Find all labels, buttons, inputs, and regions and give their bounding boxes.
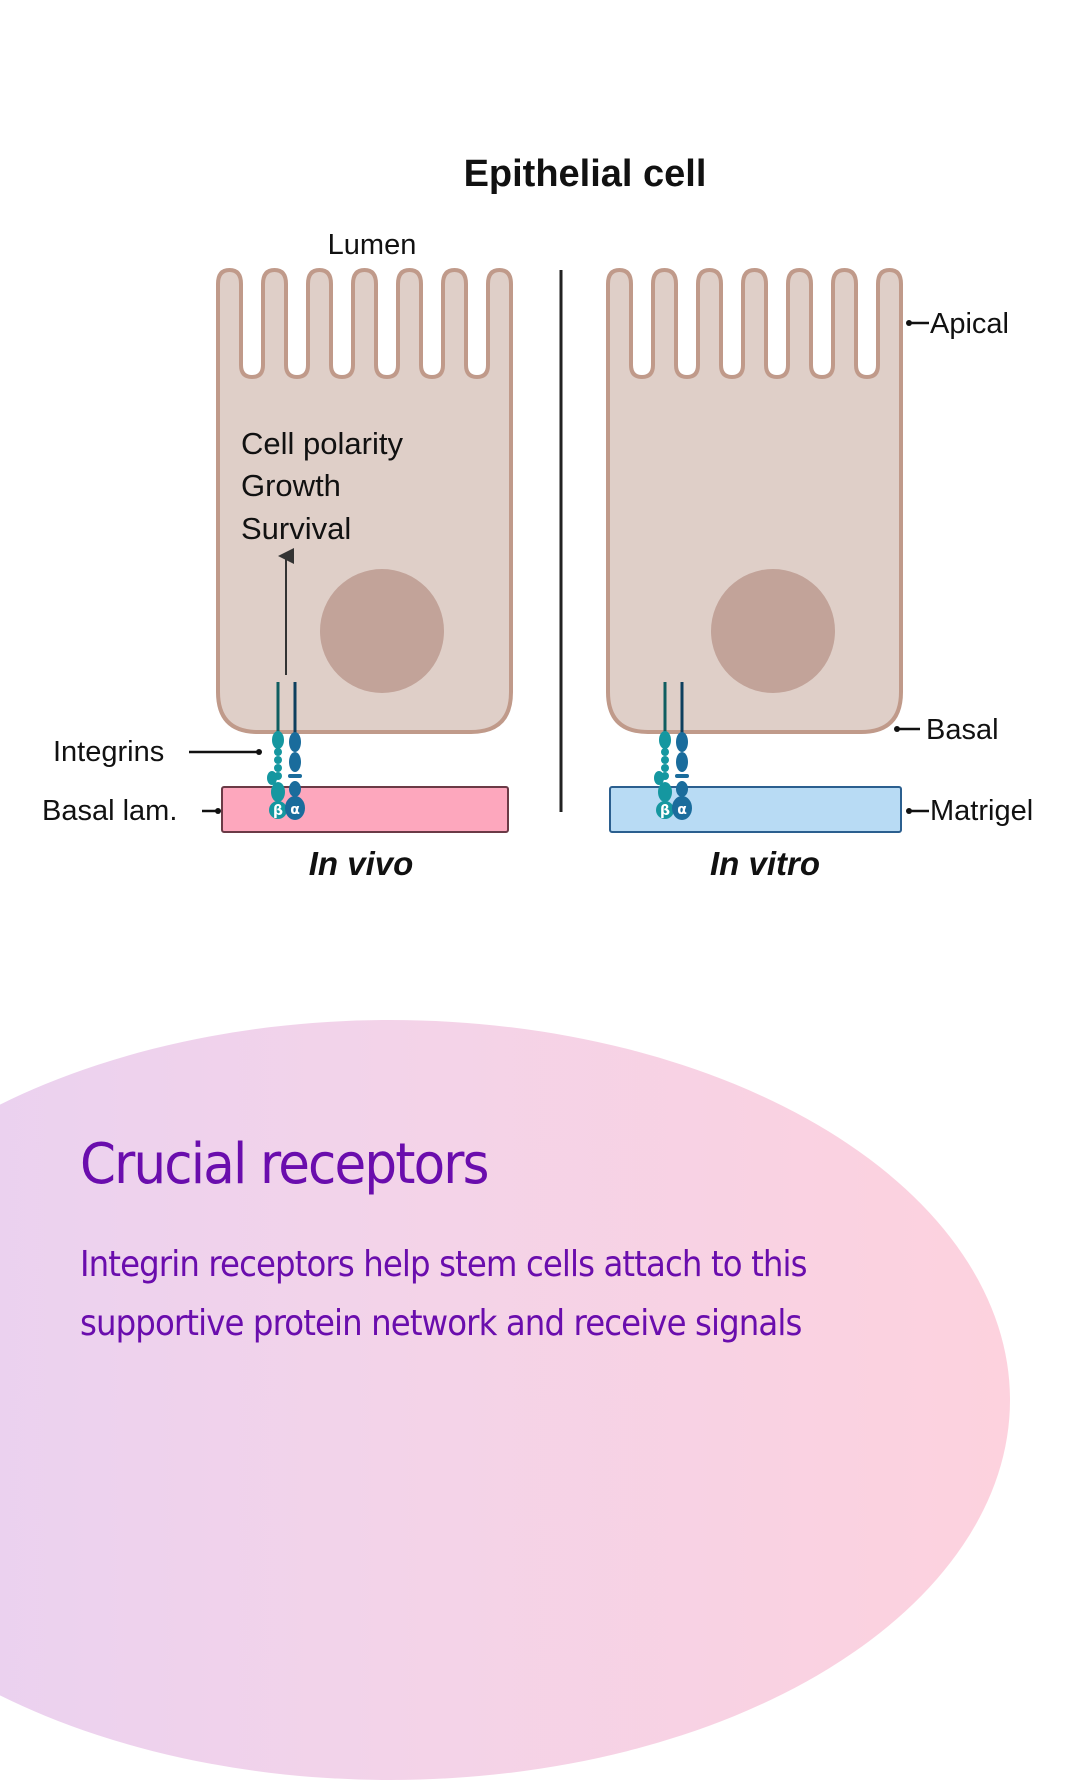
caption-heading: Crucial receptors [80,1132,489,1197]
matrigel-label: Matrigel [930,795,1033,827]
beta-domain [272,731,284,749]
alpha-head [672,796,692,820]
beta-symbol: β [660,803,670,819]
beta-domain [267,771,277,785]
lumen-label: Lumen [328,229,417,261]
integrins-label: Integrins [53,736,164,768]
caption: Crucial receptors Integrin receptors hel… [80,1125,960,1353]
in-vivo-label: In vivo [309,845,414,882]
beta-domain [658,782,672,802]
matrigel [609,786,902,833]
right-cell [606,267,903,734]
alpha-domain [289,781,301,797]
beta-domain [661,756,669,764]
apical-label: Apical [930,308,1009,340]
basal-lamina-pointer-dot [215,808,221,814]
alpha-domain [676,752,688,772]
beta-domain [274,756,282,764]
left-nucleus [320,569,444,693]
beta-symbol: β [273,803,283,819]
caption-body: Integrin receptors help stem cells attac… [80,1244,807,1344]
basal-lamina-label: Basal lam. [42,795,177,827]
alpha-symbol: α [677,802,687,818]
beta-head [269,801,287,819]
integrins-pointer-dot [256,749,262,755]
beta-domain [271,782,285,802]
alpha-domain [289,752,301,772]
diagram-title: Epithelial cell [464,153,707,195]
signal-survival: Survival [241,511,351,546]
basal-lamina [221,786,509,833]
right-nucleus [711,569,835,693]
beta-domain [654,771,664,785]
beta-head [656,801,674,819]
epithelial-cell-diagram: Epithelial cell Lumen Cell polarity Grow… [42,153,1033,882]
alpha-domain [676,732,688,752]
beta-domain [661,748,669,756]
alpha-head [285,796,305,820]
signal-growth: Growth [241,468,341,503]
basal-label: Basal [926,714,999,746]
left-cell [216,267,513,734]
signal-cell-polarity: Cell polarity [241,426,403,461]
alpha-domain [288,774,302,778]
beta-domain [274,748,282,756]
alpha-domain [676,781,688,797]
alpha-domain [675,774,689,778]
beta-domain [274,764,282,772]
alpha-domain [289,732,301,752]
in-vitro-label: In vitro [710,845,820,882]
beta-domain [659,731,671,749]
beta-domain [661,764,669,772]
alpha-symbol: α [290,802,300,818]
